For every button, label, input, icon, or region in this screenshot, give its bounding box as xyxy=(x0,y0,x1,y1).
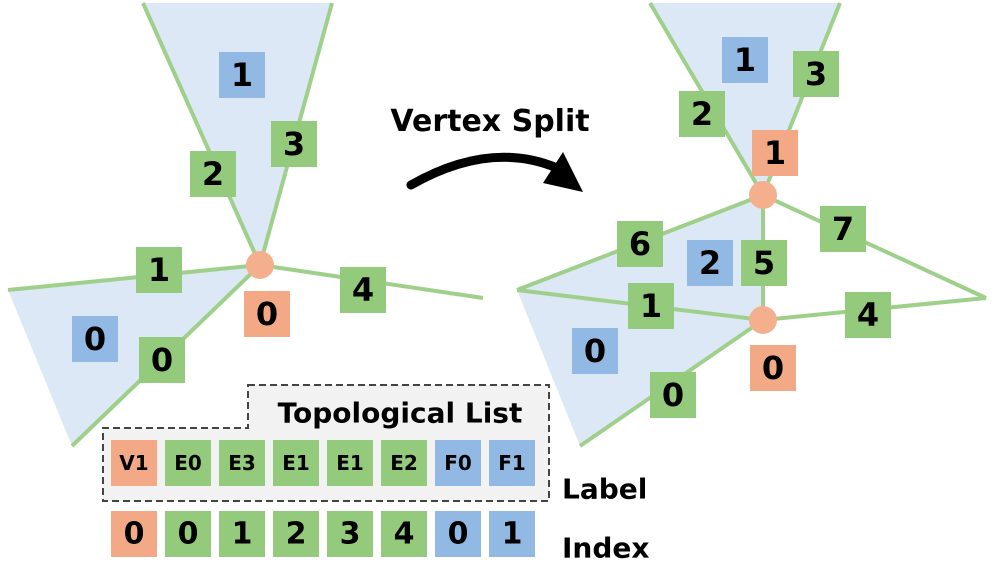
list-label-text-3: E1 xyxy=(282,451,310,475)
edge-label-box-0-after xyxy=(650,372,696,418)
list-label-cell-0 xyxy=(111,440,157,486)
list-label-text-7: F1 xyxy=(498,451,526,475)
list-index-cell-1 xyxy=(165,511,211,557)
list-index-text-7: 1 xyxy=(502,517,523,552)
face-label-box-0-before xyxy=(72,316,118,362)
vertex-label-0-after: 0 xyxy=(762,349,784,387)
list-label-cell-4 xyxy=(327,440,373,486)
face-label-2-after: 2 xyxy=(699,244,721,282)
edge-label-box-5-after xyxy=(741,240,787,286)
edge-label-3-after: 3 xyxy=(805,55,827,93)
label-row-caption: Label xyxy=(562,473,647,506)
edge-label-3-before: 3 xyxy=(283,125,305,163)
edge-label-box-1-after xyxy=(628,283,674,329)
face-label-0-before: 0 xyxy=(84,320,106,358)
edge-label-box-2-before xyxy=(190,151,236,197)
edge-label-box-1-before xyxy=(136,247,182,293)
edge-line-7-after xyxy=(762,193,987,300)
edge-label-1-before: 1 xyxy=(148,251,170,289)
list-index-cell-0 xyxy=(111,511,157,557)
edge-label-5-after: 5 xyxy=(753,244,775,282)
list-index-text-5: 4 xyxy=(394,517,415,552)
vertex-label-0-before: 0 xyxy=(256,295,278,333)
edge-label-0-after: 0 xyxy=(662,376,684,414)
face-region-1-before xyxy=(143,3,332,265)
edge-label-box-4-before xyxy=(340,267,386,313)
face-label-box-2-after xyxy=(687,240,733,286)
list-index-cell-5 xyxy=(381,511,427,557)
face-region-1-after xyxy=(650,3,840,195)
list-index-cell-2 xyxy=(219,511,265,557)
vertex-dot-0-after xyxy=(749,306,777,334)
list-index-cell-7 xyxy=(489,511,535,557)
edge-label-6-after: 6 xyxy=(629,225,651,263)
face-label-0-after: 0 xyxy=(584,332,606,370)
edge-line-1-before xyxy=(7,263,261,292)
edge-label-box-3-before xyxy=(271,121,317,167)
edge-label-box-7-after xyxy=(820,206,866,252)
list-index-text-0: 0 xyxy=(124,517,145,552)
list-label-text-5: E2 xyxy=(390,451,418,475)
list-label-cell-1 xyxy=(165,440,211,486)
list-index-text-3: 2 xyxy=(286,517,307,552)
topological-list-title: Topological List xyxy=(278,397,523,430)
list-label-cell-5 xyxy=(381,440,427,486)
topological-list-labels: V1 E0 E3 E1 E1 E2 F0 F1 xyxy=(111,440,535,486)
list-label-cell-6 xyxy=(435,440,481,486)
list-label-text-2: E3 xyxy=(228,451,256,475)
list-index-text-6: 0 xyxy=(448,517,469,552)
edge-label-1-after: 1 xyxy=(640,287,662,325)
vertex-dot-1-after xyxy=(749,181,777,209)
vertex-label-box-1-after xyxy=(752,130,798,176)
list-index-text-1: 0 xyxy=(178,517,199,552)
list-label-cell-3 xyxy=(273,440,319,486)
vertex-split-arrow xyxy=(406,152,562,190)
operation-title: Vertex Split xyxy=(390,104,589,139)
list-label-text-0: V1 xyxy=(119,451,148,475)
edge-label-box-2-after xyxy=(679,91,725,137)
list-label-text-1: E0 xyxy=(174,451,202,475)
mesh-before: 1 0 3 2 1 4 0 0 xyxy=(7,2,484,448)
face-label-1-before: 1 xyxy=(231,56,253,94)
arrow-head-icon xyxy=(543,152,583,192)
list-index-cell-4 xyxy=(327,511,373,557)
vertex-label-box-0-before xyxy=(244,291,290,337)
list-index-text-4: 3 xyxy=(340,517,361,552)
list-label-text-4: E1 xyxy=(336,451,364,475)
list-index-text-2: 1 xyxy=(232,517,253,552)
list-index-cell-6 xyxy=(435,511,481,557)
face-label-box-1-after xyxy=(722,37,768,83)
list-index-cell-3 xyxy=(273,511,319,557)
edge-label-box-3-after xyxy=(793,51,839,97)
edge-label-box-6-after xyxy=(617,221,663,267)
vertex-dot-before xyxy=(246,251,274,279)
index-row-caption: Index xyxy=(562,532,649,565)
list-label-cell-7 xyxy=(489,440,535,486)
face-label-1-after: 1 xyxy=(734,41,756,79)
face-label-box-1-before xyxy=(219,52,265,98)
face-label-box-0-after xyxy=(572,328,618,374)
mesh-after: 1 2 0 3 2 6 5 7 1 4 0 1 0 xyxy=(516,1,987,448)
edge-label-2-after: 2 xyxy=(691,95,713,133)
edge-label-box-4-after xyxy=(845,292,891,338)
edge-line-2-before xyxy=(141,2,262,266)
edge-label-4-before: 4 xyxy=(352,271,374,309)
edge-label-7-after: 7 xyxy=(832,210,854,248)
edge-label-4-after: 4 xyxy=(857,296,879,334)
list-label-cell-2 xyxy=(219,440,265,486)
list-label-text-6: F0 xyxy=(444,451,472,475)
vertex-label-1-after: 1 xyxy=(764,134,786,172)
edge-label-0-before: 0 xyxy=(151,341,173,379)
vertex-label-box-0-after xyxy=(750,345,796,391)
face-region-0-before xyxy=(8,265,260,446)
edge-label-2-before: 2 xyxy=(202,155,224,193)
edge-label-box-0-before xyxy=(139,337,185,383)
